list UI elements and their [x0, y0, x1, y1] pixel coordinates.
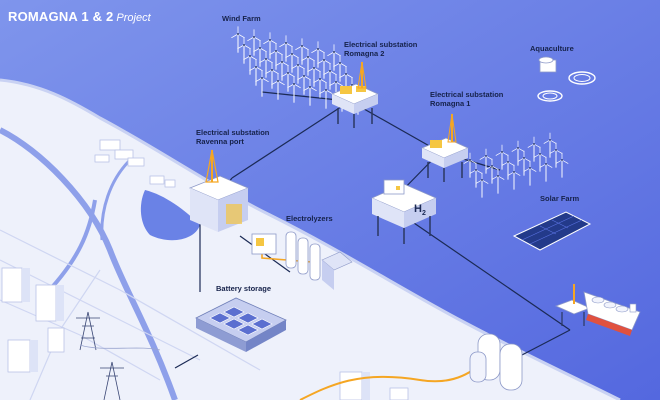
electrolyzers: [251, 231, 353, 290]
city-buildings: [1, 267, 409, 400]
wind-turbine-icon: [313, 71, 327, 98]
hydrogen-pipeline: [299, 359, 486, 400]
wind-turbine-icon: [259, 51, 273, 78]
wind-turbine-icon: [275, 54, 289, 81]
label-substation-ravenna: Electrical substation Ravenna port: [196, 128, 270, 146]
wind-turbine-icon: [533, 146, 547, 172]
wind-turbine-icon: [327, 44, 341, 71]
label-solar-farm: Solar Farm: [540, 194, 580, 203]
wind-turbine-icon: [491, 168, 505, 194]
wind-turbine-icon: [285, 46, 299, 73]
wind-turbine-icon: [475, 172, 489, 198]
wind-turbine-icon: [543, 132, 557, 158]
label-wind-farm: Wind Farm: [222, 14, 261, 23]
wind-turbine-icon: [555, 152, 569, 178]
wind-turbine-icon: [255, 70, 269, 97]
lagoon: [140, 190, 200, 241]
wind-turbine-icon: [323, 63, 337, 90]
hydrogen-platform: H2: [371, 179, 437, 244]
wind-turbine-icon: [527, 136, 541, 162]
power-pylons: [76, 311, 161, 400]
wind-turbine-icon: [243, 48, 257, 75]
wind-turbine-icon: [303, 79, 317, 106]
wind-turbine-icon: [523, 160, 537, 186]
title-sub: Project: [116, 12, 151, 24]
wind-turbine-icon: [307, 60, 321, 87]
wind-turbine-icon: [517, 150, 531, 176]
solar-farm: [512, 211, 592, 251]
wind-turbine-icon: [319, 82, 333, 109]
terminal-platform: [554, 284, 592, 326]
wind-turbine-icon: [549, 142, 563, 168]
wind-turbine-icon: [317, 52, 331, 79]
wind-turbine-icon: [253, 40, 267, 67]
wind-turbine-icon: [479, 148, 493, 174]
substation-romagna1: [420, 113, 470, 182]
wind-turbine-icon: [469, 162, 483, 188]
harbour-buildings: [94, 139, 176, 188]
substation-romagna2: [330, 61, 380, 128]
river-channel: [0, 127, 178, 400]
wind-turbine-icon: [463, 152, 477, 178]
wind-turbine-icon: [237, 37, 251, 64]
wind-turbine-icon: [511, 140, 525, 166]
wind-turbine-icon: [281, 65, 295, 92]
wind-turbine-icon: [333, 55, 347, 82]
tanker-ship: [583, 291, 641, 336]
substation-ravenna: [188, 149, 250, 232]
label-electrolyzers: Electrolyzers: [286, 214, 333, 223]
wind-turbine-icon: [295, 38, 309, 65]
land: [0, 80, 620, 400]
h2-symbol: H2: [414, 203, 426, 217]
wind-turbine-icon: [507, 164, 521, 190]
wind-turbine-icon: [249, 59, 263, 86]
wind-turbine-icon: [263, 32, 277, 59]
label-substation-romagna2: Electrical substation Romagna 2: [344, 40, 418, 58]
wind-turbine-icon: [485, 158, 499, 184]
wind-turbine-icon: [269, 43, 283, 70]
wind-turbine-icon: [539, 156, 553, 182]
wind-turbine-icon: [495, 144, 509, 170]
river-branch-2: [100, 158, 132, 241]
wind-turbine-icon: [265, 62, 279, 89]
wind-turbine-icon: [297, 68, 311, 95]
title-main: ROMAGNA 1 & 2: [8, 9, 114, 24]
wind-turbine-icon: [501, 154, 515, 180]
storage-tanks: [469, 333, 523, 391]
wind-turbine-icon: [301, 49, 315, 76]
aquaculture: [537, 56, 596, 102]
battery-storage: [195, 297, 287, 352]
wind-turbine-icon: [311, 41, 325, 68]
wind-turbine-icon: [287, 76, 301, 103]
label-battery-storage: Battery storage: [216, 284, 272, 293]
label-aquaculture: Aquaculture: [530, 44, 574, 53]
label-substation-romagna1: Electrical substation Romagna 1: [430, 90, 504, 108]
wind-turbine-icon: [291, 57, 305, 84]
wind-turbine-icon: [231, 26, 245, 53]
wind-turbine-icon: [271, 73, 285, 100]
wind-turbine-icon: [247, 29, 261, 56]
wind-turbine-icon: [279, 35, 293, 62]
